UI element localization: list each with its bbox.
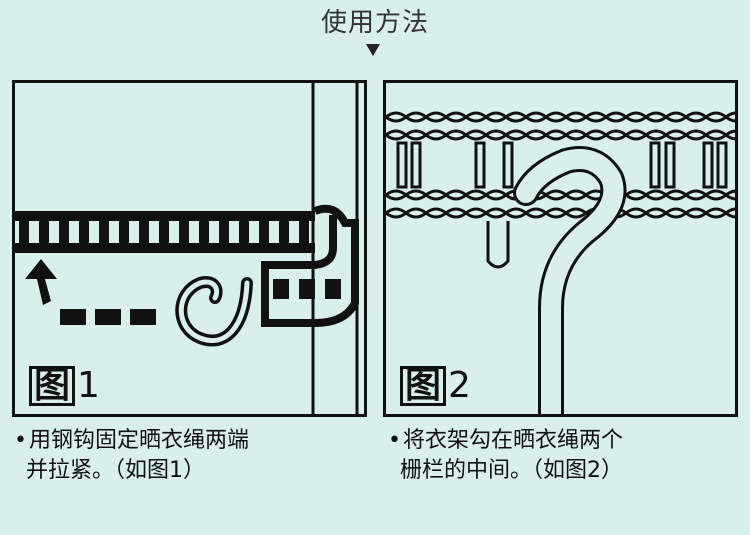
figure-1-label-char: 图	[29, 366, 75, 406]
figure-2-caption: •将衣架勾在晒衣绳两个 栅栏的中间。（如图2）	[388, 426, 718, 486]
figure-2-caption-line1: 将衣架勾在晒衣绳两个	[403, 428, 623, 453]
figure-1-caption-line2: 并拉紧。（如图1）	[14, 456, 344, 486]
bullet-icon: •	[388, 428, 401, 453]
figure-2-caption-line2: 栅栏的中间。（如图2）	[388, 456, 718, 486]
arrow-down-icon	[366, 44, 380, 56]
bullet-icon: •	[14, 428, 27, 453]
up-arrow-icon	[25, 259, 156, 325]
figure-1-label-num: 1	[77, 365, 100, 406]
page-title: 使用方法	[0, 2, 750, 39]
figure-1-caption-line1: 用钢钩固定晒衣绳两端	[29, 428, 249, 453]
figure-2-label-char: 图	[400, 366, 446, 406]
figure-1-caption: •用钢钩固定晒衣绳两端 并拉紧。（如图1）	[14, 426, 344, 486]
figure-2-label-num: 2	[448, 365, 471, 406]
